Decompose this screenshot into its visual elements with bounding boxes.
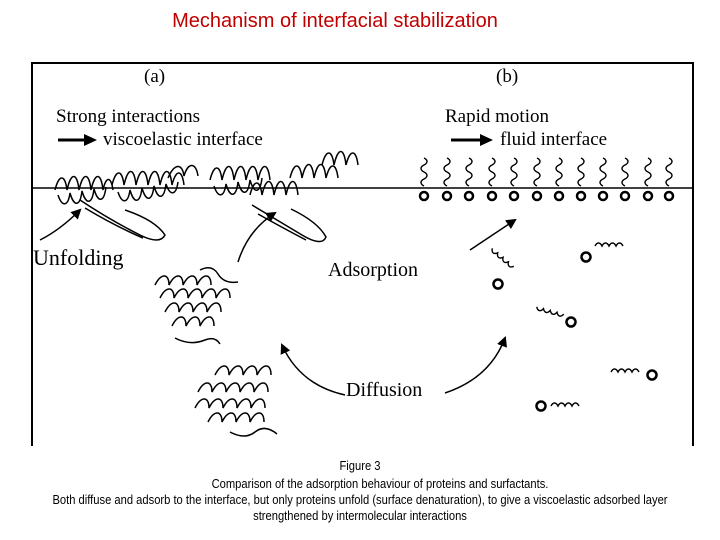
page-title: Mechanism of interfacial stabilization bbox=[172, 10, 498, 32]
figure-frame bbox=[31, 62, 694, 446]
adsorption-arrow-right bbox=[469, 218, 517, 251]
free-surfactant-4 bbox=[610, 368, 658, 381]
rapid-motion-label: Rapid motion bbox=[445, 106, 549, 127]
figure-number: Figure 3 bbox=[339, 458, 381, 473]
unfolding-label: Unfolding bbox=[33, 245, 124, 270]
unfolded-protein-2 bbox=[111, 164, 199, 202]
unfolded-protein-1 bbox=[54, 175, 166, 241]
free-surfactant-1 bbox=[491, 248, 515, 290]
unfolded-protein-3 bbox=[209, 165, 271, 196]
free-surfactant-5 bbox=[535, 400, 580, 412]
adsorption-label: Adsorption bbox=[328, 259, 418, 281]
fluid-arrow bbox=[451, 134, 493, 146]
strong-interactions-label: Strong interactions bbox=[56, 106, 201, 127]
panel-a-label: (a) bbox=[144, 66, 166, 87]
diffusion-arrow-right bbox=[444, 336, 507, 394]
unfolded-protein-4 bbox=[249, 150, 359, 243]
surfactant-layer bbox=[418, 157, 675, 202]
panel-b-label: (b) bbox=[496, 66, 519, 87]
folded-protein-1 bbox=[154, 267, 239, 345]
diffusion-label: Diffusion bbox=[346, 379, 423, 401]
fluid-interface-label: fluid interface bbox=[500, 129, 608, 150]
caption-line-1: Comparison of the adsorption behaviour o… bbox=[211, 476, 549, 491]
viscoelastic-interface-label: viscoelastic interface bbox=[103, 129, 263, 150]
viscoelastic-arrow bbox=[58, 134, 97, 146]
free-surfactant-3 bbox=[536, 306, 577, 328]
caption-line-2: Both diffuse and adsorb to the interface… bbox=[52, 492, 668, 507]
unfolding-arrow bbox=[39, 208, 82, 241]
folded-protein-2 bbox=[194, 365, 278, 437]
caption-line-3: strengthened by intermolecular interacti… bbox=[253, 508, 467, 523]
free-surfactant-2 bbox=[580, 242, 624, 263]
diffusion-arrow-left bbox=[280, 343, 346, 396]
adsorption-arrow-left bbox=[237, 211, 277, 263]
